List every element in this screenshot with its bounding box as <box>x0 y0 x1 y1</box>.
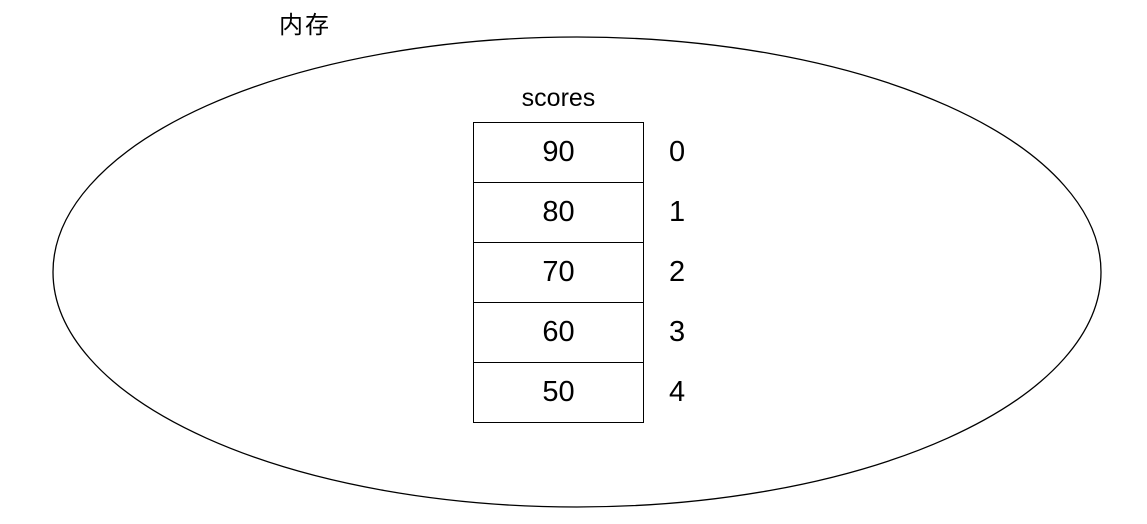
array-row: 90 0 <box>473 122 689 183</box>
array-index: 4 <box>669 376 686 408</box>
array-cell-value: 80 <box>473 182 644 243</box>
ellipse-outline <box>52 36 1102 508</box>
array-index: 3 <box>669 316 686 348</box>
memory-label: 内存 <box>279 12 331 39</box>
array-rows: 90 0 80 1 70 2 60 3 50 4 <box>473 122 689 423</box>
array-name-label: scores <box>521 84 596 112</box>
array-row: 70 2 <box>473 242 689 303</box>
array-cell-value: 50 <box>473 362 644 423</box>
array-cell-value: 90 <box>473 122 644 183</box>
array-row: 60 3 <box>473 302 689 363</box>
array-row: 80 1 <box>473 182 689 243</box>
array-index: 2 <box>669 256 686 288</box>
array-row: 50 4 <box>473 362 689 423</box>
array-cell-value: 70 <box>473 242 644 303</box>
array-cell-value: 60 <box>473 302 644 363</box>
array-index: 0 <box>669 136 686 168</box>
array-index: 1 <box>669 196 686 228</box>
